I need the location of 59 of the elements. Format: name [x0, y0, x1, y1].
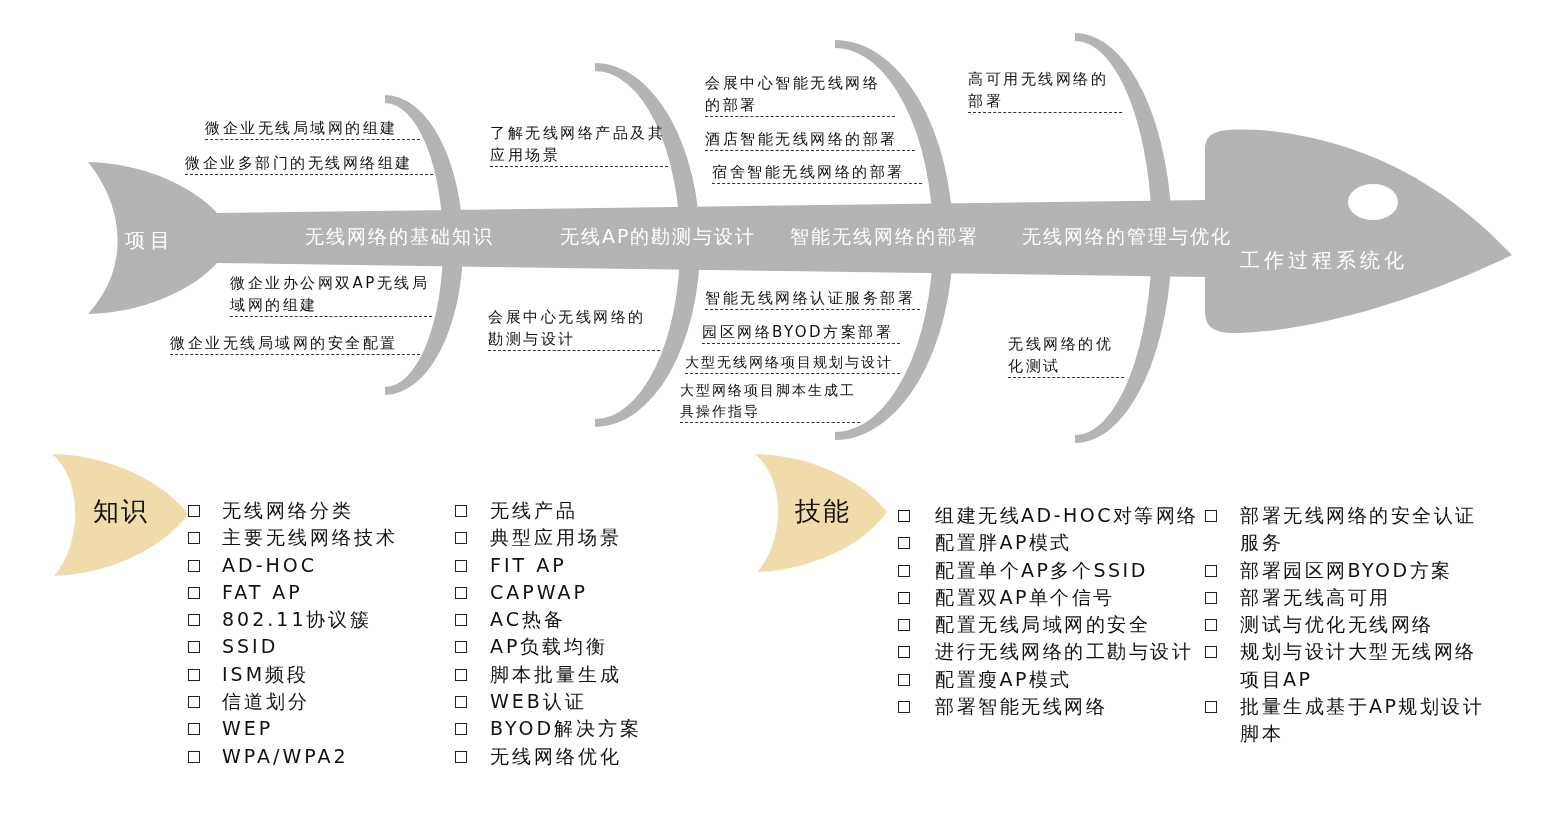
list-item: 部署园区网BYOD方案 [1240, 557, 1454, 583]
task-label: 酒店智能无线网络的部署 [705, 128, 915, 151]
list-item: 组建无线AD-HOC对等网络 [935, 503, 1200, 528]
list-item: 部署智能无线网络 [935, 694, 1108, 720]
list-item: 脚本批量生成 [490, 661, 623, 687]
list-item: AP负载均衡 [490, 634, 610, 660]
list-item: 配置单个AP多个SSID [935, 557, 1149, 583]
task-label: 无线网络的优化测试 [1008, 333, 1124, 378]
list-item: 配置胖AP模式 [935, 530, 1073, 556]
list-item: 802.11协议簇 [222, 607, 374, 633]
list-item: 配置双AP单个信号 [935, 584, 1116, 610]
list-item: 无线网络优化 [490, 743, 623, 769]
task-label: 微企业无线局域网的组建 [205, 117, 420, 140]
list-item: WEP [222, 716, 275, 742]
task-label: 大型无线网络项目规划与设计 [685, 352, 900, 374]
list-item: 部署无线高可用 [1240, 584, 1392, 610]
task-label: 微企业办公网双AP无线局域网的组建 [230, 272, 432, 317]
list-item: AC热备 [490, 607, 567, 633]
task-label: 宿舍智能无线网络的部署 [712, 161, 922, 184]
category-label: 智能无线网络的部署 [790, 224, 979, 248]
task-label: 了解无线网络产品及其应用场景 [490, 122, 668, 167]
task-label: 微企业无线局域网的安全配置 [170, 332, 420, 355]
section-tag [50, 452, 190, 578]
list-item: 典型应用场景 [490, 525, 623, 551]
task-label: 园区网络BYOD方案部署 [702, 321, 900, 344]
task-label: 智能无线网络认证服务部署 [705, 287, 920, 310]
list-item: WPA/WPA2 [222, 743, 350, 769]
list-item: 主要无线网络技术 [222, 525, 399, 551]
category-label: 无线网络的基础知识 [305, 224, 494, 248]
category-label: 无线网络的管理与优化 [1022, 224, 1232, 248]
list-item: ISM频段 [222, 661, 311, 687]
list-item: 部署无线网络的安全认证服务 [1240, 503, 1478, 556]
list-item: WEB认证 [490, 689, 588, 715]
list-item: BYOD解决方案 [490, 716, 644, 742]
list-item: 配置瘦AP模式 [935, 666, 1073, 692]
task-label: 高可用无线网络的部署 [968, 68, 1122, 113]
section-label: 技能 [795, 496, 851, 526]
list-item: 无线产品 [490, 498, 579, 523]
list-item: CAPWAP [490, 579, 589, 605]
list-item: 无线网络分类 [222, 498, 355, 523]
task-label: 微企业多部门的无线网络组建 [185, 152, 433, 175]
list-item: 批量生成基于AP规划设计脚本 [1240, 694, 1486, 747]
list-item: 测试与优化无线网络 [1240, 612, 1435, 638]
list-item: 信道划分 [222, 689, 311, 715]
list-item: SSID [222, 634, 280, 660]
task-label: 大型网络项目脚本生成工具操作指导 [680, 380, 860, 423]
section-label: 知识 [93, 496, 149, 526]
category-label: 无线AP的勘测与设计 [560, 224, 757, 248]
list-item: 进行无线网络的工勘与设计 [935, 639, 1194, 665]
list-item: FAT AP [222, 579, 304, 605]
task-label: 会展中心无线网络的勘测与设计 [488, 306, 660, 351]
list-item: 规划与设计大型无线网络项目AP [1240, 639, 1478, 692]
task-label: 会展中心智能无线网络的部署 [705, 72, 895, 117]
list-item: 配置无线局域网的安全 [935, 612, 1151, 638]
head-label: 工作过程系统化 [1240, 248, 1408, 272]
tail-label: 项目 [125, 228, 175, 252]
list-item: FIT AP [490, 552, 568, 578]
list-item: AD-HOC [222, 552, 318, 578]
section-tag [753, 452, 889, 574]
